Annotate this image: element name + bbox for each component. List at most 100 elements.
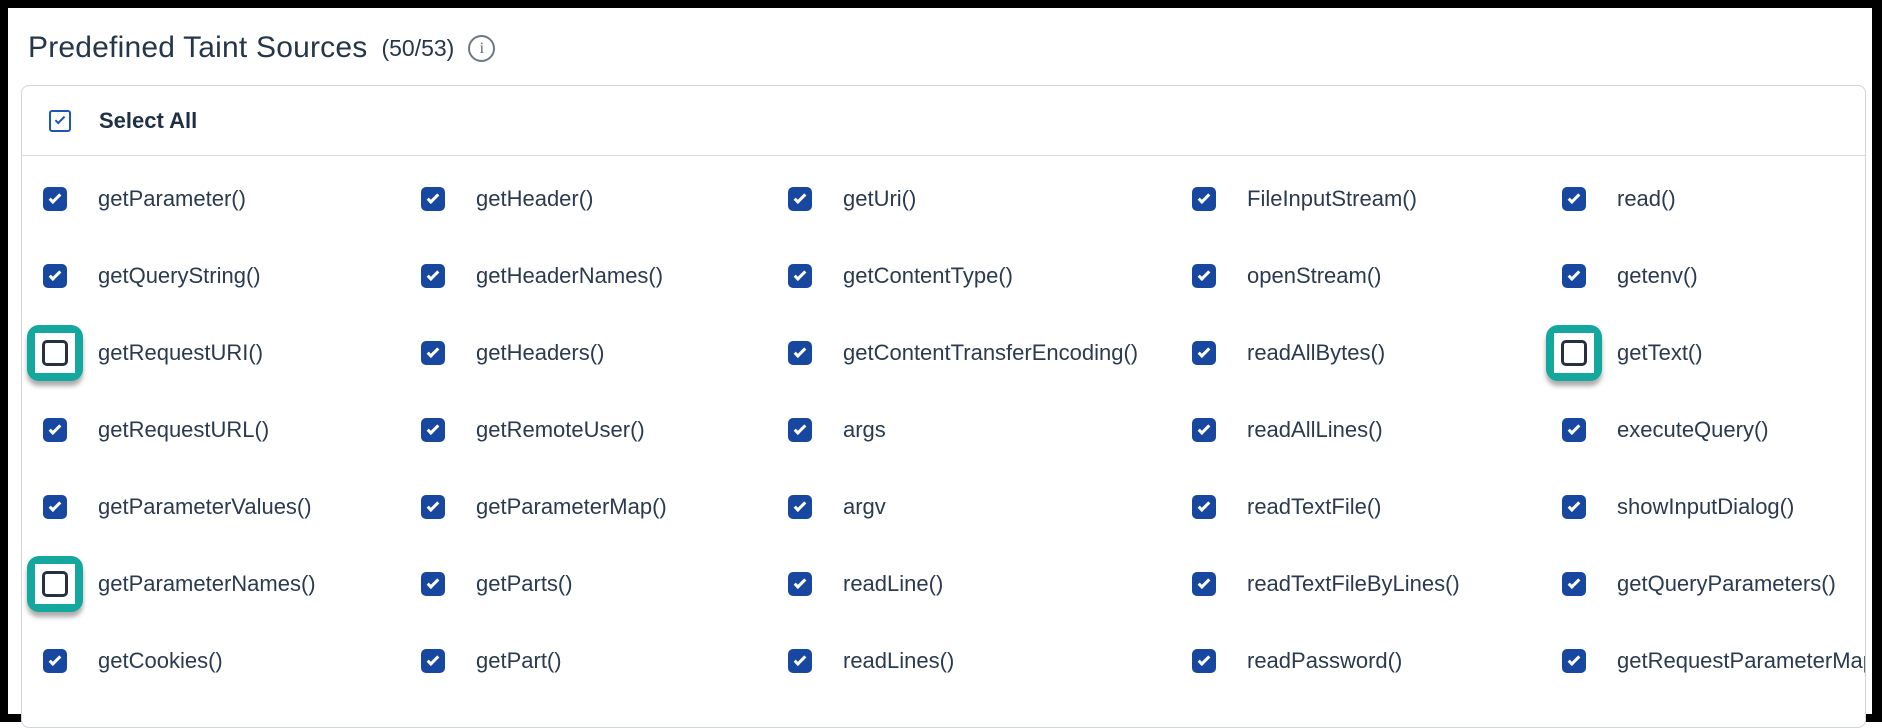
taint-source-option[interactable]: getHeader() <box>421 160 788 237</box>
taint-source-option[interactable]: getRequestURI() <box>27 314 421 391</box>
selection-count: (50/53) <box>381 34 455 61</box>
taint-source-option[interactable]: getParts() <box>421 545 788 622</box>
select-all-checkbox[interactable] <box>49 109 71 132</box>
checkmark-icon <box>1567 190 1581 204</box>
taint-source-checkbox-checked[interactable] <box>788 186 812 211</box>
select-all-row[interactable]: Select All <box>22 86 1865 155</box>
taint-source-option[interactable]: readLine() <box>788 545 1192 622</box>
taint-source-checkbox-checked[interactable] <box>788 417 812 442</box>
checkmark-icon <box>426 498 440 512</box>
taint-source-option[interactable]: getParameterNames() <box>27 545 421 622</box>
taint-source-checkbox-unchecked[interactable] <box>42 570 68 597</box>
taint-source-option[interactable]: getQueryString() <box>43 237 421 314</box>
taint-source-option[interactable]: read() <box>1562 160 1865 237</box>
taint-source-label: getHeader() <box>476 185 594 211</box>
taint-source-option[interactable]: FileInputStream() <box>1192 160 1562 237</box>
taint-source-option[interactable]: getContentTransferEncoding() <box>788 314 1192 391</box>
taint-source-checkbox-checked[interactable] <box>421 186 445 211</box>
taint-source-option[interactable]: readAllBytes() <box>1192 314 1562 391</box>
taint-source-option[interactable]: readLines() <box>788 622 1192 699</box>
taint-source-checkbox-checked[interactable] <box>421 648 445 673</box>
taint-source-checkbox-checked[interactable] <box>1562 571 1586 596</box>
info-icon[interactable]: i <box>468 34 496 62</box>
taint-source-checkbox-checked[interactable] <box>1562 186 1586 211</box>
taint-source-option[interactable]: getParameterValues() <box>43 468 421 545</box>
checkmark-icon <box>426 190 440 204</box>
taint-source-checkbox-checked[interactable] <box>1562 263 1586 288</box>
taint-source-option[interactable]: argv <box>788 468 1192 545</box>
taint-source-option[interactable]: showInputDialog() <box>1562 468 1865 545</box>
select-all-label: Select All <box>99 107 198 133</box>
taint-source-label: getPart() <box>476 647 562 673</box>
taint-source-checkbox-checked[interactable] <box>43 494 67 519</box>
taint-source-label: getUri() <box>843 185 917 211</box>
taint-source-checkbox-checked[interactable] <box>43 648 67 673</box>
taint-source-checkbox-checked[interactable] <box>1562 648 1586 673</box>
taint-source-checkbox-checked[interactable] <box>421 263 445 288</box>
checkbox-slot <box>421 494 445 519</box>
taint-source-option[interactable]: readAllLines() <box>1192 391 1562 468</box>
taint-source-option[interactable]: getQueryParameters() <box>1562 545 1865 622</box>
taint-source-checkbox-checked[interactable] <box>421 340 445 365</box>
taint-source-checkbox-checked[interactable] <box>1192 494 1216 519</box>
taint-source-checkbox-checked[interactable] <box>43 186 67 211</box>
checkbox-slot <box>43 186 67 211</box>
taint-source-checkbox-checked[interactable] <box>1192 571 1216 596</box>
taint-source-checkbox-unchecked[interactable] <box>1561 339 1587 366</box>
taint-source-option[interactable]: readPassword() <box>1192 622 1562 699</box>
checkmark-icon <box>426 421 440 435</box>
taint-source-option[interactable]: getHeaders() <box>421 314 788 391</box>
taint-source-label: getContentType() <box>843 262 1013 288</box>
checkbox-slot <box>1192 648 1216 673</box>
taint-source-checkbox-checked[interactable] <box>1192 417 1216 442</box>
checkmark-icon <box>426 652 440 666</box>
checkbox-slot <box>1192 263 1216 288</box>
taint-source-checkbox-checked[interactable] <box>1192 340 1216 365</box>
taint-source-option[interactable]: getText() <box>1546 314 1865 391</box>
taint-source-label: getHeaders() <box>476 339 605 365</box>
taint-source-option[interactable]: getPart() <box>421 622 788 699</box>
taint-source-option[interactable]: getUri() <box>788 160 1192 237</box>
taint-source-checkbox-checked[interactable] <box>1192 263 1216 288</box>
taint-source-option[interactable]: getParameter() <box>43 160 421 237</box>
taint-source-checkbox-checked[interactable] <box>788 648 812 673</box>
taint-source-option[interactable]: getenv() <box>1562 237 1865 314</box>
taint-source-checkbox-checked[interactable] <box>788 263 812 288</box>
taint-source-label: readAllLines() <box>1247 416 1383 442</box>
checkbox-slot <box>788 648 812 673</box>
taint-source-option[interactable]: getContentType() <box>788 237 1192 314</box>
taint-source-option[interactable]: executeQuery() <box>1562 391 1865 468</box>
taint-source-option[interactable]: getRequestURL() <box>43 391 421 468</box>
checkbox-slot <box>1192 417 1216 442</box>
checkmark-icon <box>1197 652 1211 666</box>
taint-source-checkbox-checked[interactable] <box>421 571 445 596</box>
taint-source-checkbox-checked[interactable] <box>43 263 67 288</box>
taint-source-checkbox-checked[interactable] <box>1192 648 1216 673</box>
checkbox-slot <box>1562 186 1586 211</box>
taint-source-checkbox-checked[interactable] <box>421 494 445 519</box>
checkbox-slot <box>43 417 67 442</box>
taint-source-option[interactable]: openStream() <box>1192 237 1562 314</box>
taint-source-option[interactable]: readTextFile() <box>1192 468 1562 545</box>
taint-source-checkbox-checked[interactable] <box>43 417 67 442</box>
checkbox-slot <box>43 263 67 288</box>
taint-source-option[interactable]: getParameterMap() <box>421 468 788 545</box>
taint-source-option[interactable]: getCookies() <box>43 622 421 699</box>
taint-source-checkbox-checked[interactable] <box>1562 417 1586 442</box>
taint-source-option[interactable]: readTextFileByLines() <box>1192 545 1562 622</box>
taint-source-option[interactable]: getRemoteUser() <box>421 391 788 468</box>
taint-source-label: args <box>843 416 886 442</box>
taint-source-checkbox-checked[interactable] <box>1562 494 1586 519</box>
taint-source-checkbox-checked[interactable] <box>1192 186 1216 211</box>
taint-source-checkbox-checked[interactable] <box>421 417 445 442</box>
taint-source-checkbox-checked[interactable] <box>788 494 812 519</box>
taint-source-label: getRequestParameterMap() <box>1617 647 1866 673</box>
taint-source-label: readTextFileByLines() <box>1247 570 1460 596</box>
taint-source-option[interactable]: getHeaderNames() <box>421 237 788 314</box>
taint-source-checkbox-checked[interactable] <box>788 340 812 365</box>
taint-source-checkbox-unchecked[interactable] <box>42 339 68 366</box>
taint-source-option[interactable]: args <box>788 391 1192 468</box>
taint-source-option[interactable]: getRequestParameterMap() <box>1562 622 1865 699</box>
taint-source-checkbox-checked[interactable] <box>788 571 812 596</box>
